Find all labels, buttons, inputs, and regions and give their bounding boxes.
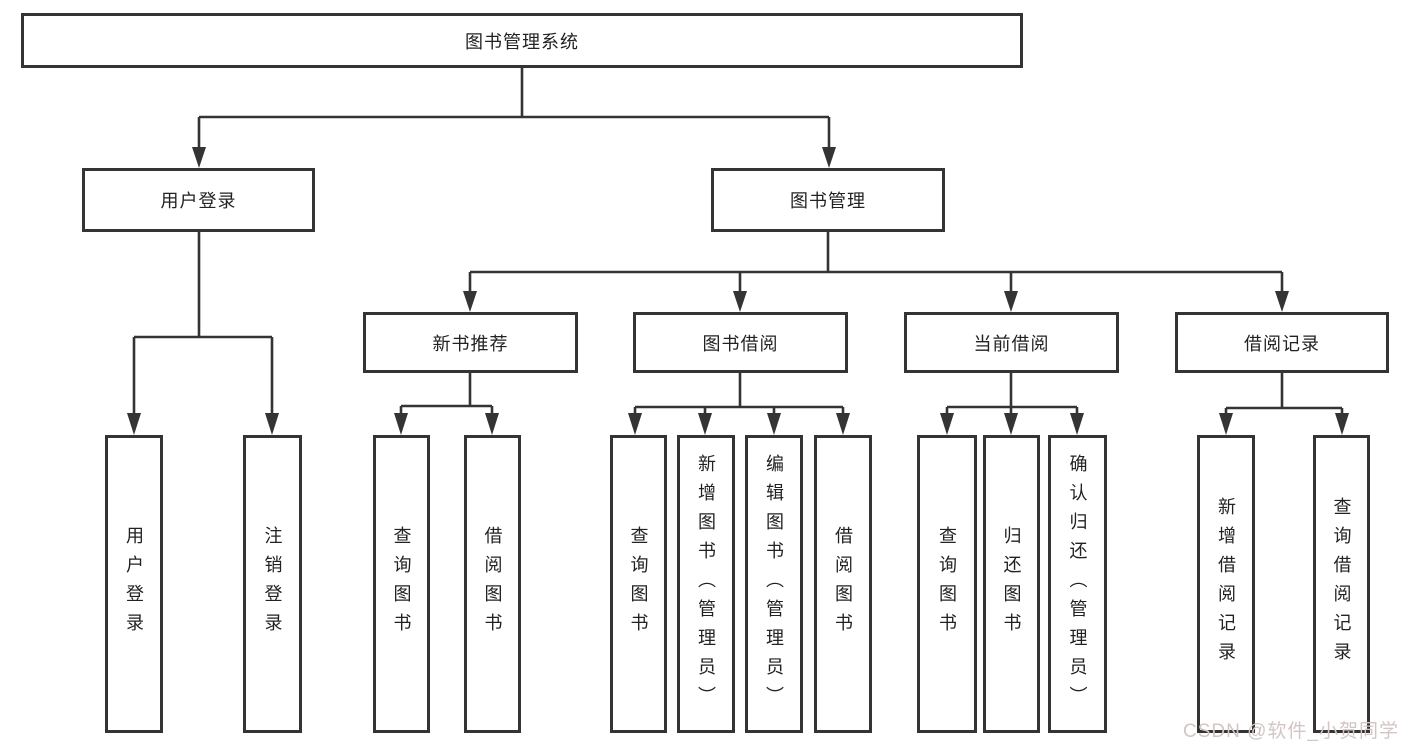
arrowhead <box>822 147 836 168</box>
node-new-book-recommend: 新书推荐 <box>363 312 578 373</box>
node-book-borrowing: 图书借阅 <box>633 312 848 373</box>
arrowhead <box>767 413 781 435</box>
arrowhead <box>698 413 712 435</box>
node-leaf-borrow-books-bb: 借阅图书 <box>814 435 872 733</box>
node-leaf-add-borrow-record: 新增借阅记录 <box>1197 435 1255 733</box>
node-borrow-records: 借阅记录 <box>1175 312 1389 373</box>
connector-book-mgmt-to-level3 <box>468 232 1284 292</box>
node-label: 查询图书 <box>391 526 412 642</box>
node-label: 图书管理系统 <box>465 31 579 52</box>
node-label: 借阅记录 <box>1244 333 1320 354</box>
node-leaf-query-books-nb: 查询图书 <box>373 435 430 733</box>
node-leaf-edit-books-admin: 编辑图书（管理员） <box>745 435 803 733</box>
connector-user-login-to-leaves <box>132 232 274 414</box>
node-leaf-return-books: 归还图书 <box>983 435 1040 733</box>
arrowhead <box>192 147 206 168</box>
node-label: 图书借阅 <box>702 333 779 354</box>
arrowhead <box>127 413 141 435</box>
node-leaf-query-borrow-record: 查询借阅记录 <box>1313 435 1370 733</box>
node-user-login: 用户登录 <box>82 168 315 232</box>
connector-borrow-record-to-leaves <box>1224 373 1344 414</box>
node-root-library-system: 图书管理系统 <box>21 13 1023 68</box>
node-leaf-borrow-books-nb: 借阅图书 <box>464 435 521 733</box>
arrowhead <box>1335 413 1349 435</box>
node-label: 查询图书 <box>937 526 957 642</box>
node-label: 借阅图书 <box>833 526 853 642</box>
node-label: 用户登录 <box>160 191 237 211</box>
node-label: 确认归还（管理员） <box>1067 453 1088 715</box>
arrowhead <box>1275 291 1289 312</box>
node-label: 注销登录 <box>262 526 283 642</box>
node-leaf-confirm-return-admin: 确认归还（管理员） <box>1048 435 1107 733</box>
node-label: 查询借阅记录 <box>1331 497 1352 671</box>
arrowhead <box>1070 413 1084 435</box>
connector-new-book-to-leaves <box>399 373 494 414</box>
arrowhead <box>733 291 747 312</box>
node-label: 借阅图书 <box>482 526 503 642</box>
arrowhead <box>940 413 954 435</box>
node-label: 用户登录 <box>124 526 144 642</box>
arrowhead <box>485 413 499 435</box>
arrowhead <box>1219 413 1233 435</box>
node-leaf-add-books-admin: 新增图书（管理员） <box>677 435 735 733</box>
arrowhead <box>836 413 850 435</box>
arrowhead <box>463 291 477 312</box>
node-leaf-query-books-bb: 查询图书 <box>610 435 667 733</box>
connector-book-borrow-to-leaves <box>633 373 845 414</box>
arrowhead <box>1004 413 1018 435</box>
node-label: 新书推荐 <box>432 333 509 354</box>
node-label: 查询图书 <box>628 526 649 642</box>
connector-root-to-level2 <box>197 68 831 149</box>
arrowhead <box>394 413 408 435</box>
arrowhead <box>628 413 642 435</box>
connector-current-borrow-to-leaves <box>945 373 1079 414</box>
node-label: 图书管理 <box>790 191 866 211</box>
arrowhead <box>265 413 279 435</box>
node-label: 归还图书 <box>1001 526 1022 642</box>
node-book-management: 图书管理 <box>711 168 945 232</box>
node-current-borrowing: 当前借阅 <box>904 312 1119 373</box>
node-leaf-query-books-cb: 查询图书 <box>917 435 977 733</box>
node-leaf-user-login: 用户登录 <box>105 435 163 733</box>
node-label: 新增图书（管理员） <box>696 453 716 715</box>
node-label: 编辑图书（管理员） <box>764 453 784 715</box>
node-leaf-logout: 注销登录 <box>243 435 302 733</box>
node-label: 新增借阅记录 <box>1216 497 1236 671</box>
node-label: 当前借阅 <box>973 333 1050 354</box>
arrowhead <box>1004 291 1018 312</box>
